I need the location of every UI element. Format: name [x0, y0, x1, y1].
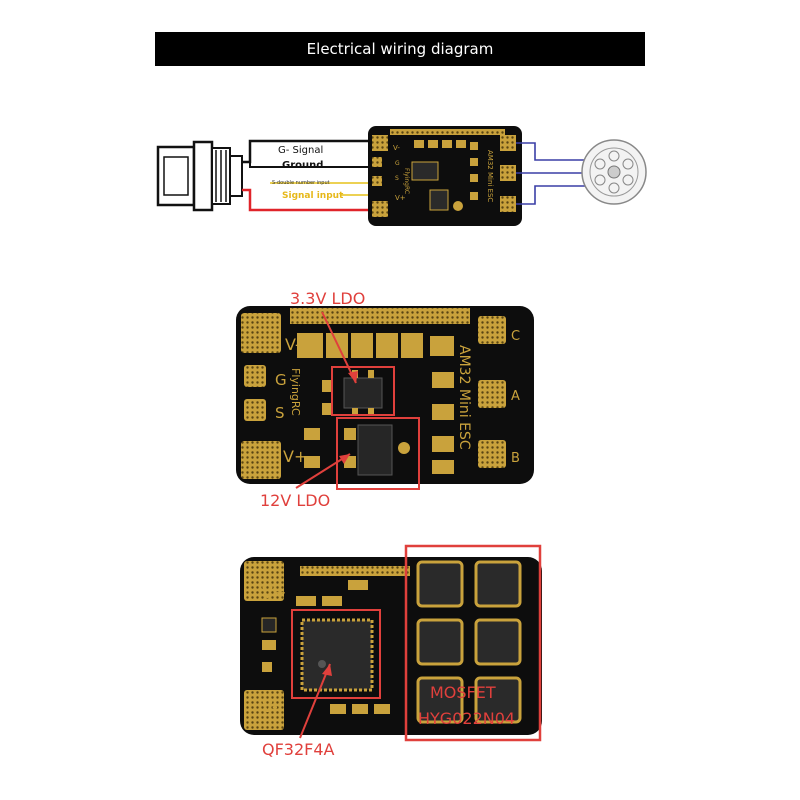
mosfet-4	[474, 618, 522, 666]
top-board-pin-g: G	[275, 371, 287, 389]
wiring-section: G- Signal Ground S-double number input S…	[156, 126, 647, 226]
pad-phase-c	[478, 316, 506, 344]
pad-s	[244, 399, 266, 421]
callout-label-mosfet-1: MOSFET	[430, 683, 496, 702]
chip-33v-ldo	[343, 377, 383, 409]
svg-text:V-: V-	[262, 697, 278, 716]
board-top-section: V- G S V+ FlyingRC AM32 Mini ESC C A B 3…	[236, 289, 534, 510]
callout-label-mosfet-2: HYG022N04	[418, 709, 515, 728]
top-board-pin-s: S	[275, 404, 285, 422]
label-g-signal: G- Signal	[278, 145, 323, 156]
chip-mcu	[300, 618, 374, 692]
top-board-pin-v-minus: V-	[285, 335, 301, 354]
top-board-model: AM32 Mini ESC	[456, 345, 472, 450]
phase-wire-bottom	[516, 185, 590, 205]
pad-v-plus	[241, 441, 281, 479]
callout-label-mcu: QF32F4A	[262, 740, 335, 759]
callout-box-12v-ldo	[336, 417, 420, 490]
ground-wire	[249, 162, 370, 168]
small-board-model: AM32 Mini ESC	[486, 150, 494, 202]
mosfet-6	[474, 676, 522, 724]
mosfet-1	[416, 560, 464, 608]
diagram-title: Electrical wiring diagram	[155, 32, 645, 66]
phase-wire-top	[516, 142, 590, 161]
svg-text:S: S	[395, 175, 399, 182]
svg-text:G: G	[395, 160, 400, 167]
mosfet-3	[416, 618, 464, 666]
battery-connector-icon	[156, 140, 243, 212]
board-bottom-section: V+ V- QF32F4A MOSFET HYG022N04	[240, 544, 542, 759]
pad-v-minus	[241, 313, 281, 353]
label-s-double: S-double number input	[272, 180, 330, 186]
black-wire	[242, 139, 372, 164]
callout-box-mosfet	[404, 544, 542, 742]
callout-box-mcu	[291, 609, 381, 699]
top-board-phase-a: A	[511, 389, 520, 404]
callout-arrow-mcu	[299, 663, 331, 739]
callout-arrow-12v-ldo	[295, 453, 351, 489]
small-esc-board: V- V+ G S FlyingRC AM32 Mini ESC	[368, 126, 522, 226]
callout-label-12v-ldo: 12V LDO	[260, 491, 330, 510]
small-board-brand: FlyingRC	[403, 168, 410, 194]
label-signal-input: Signal input	[282, 191, 344, 201]
top-board-brand: FlyingRC	[289, 368, 302, 416]
top-board-phase-b: B	[511, 451, 520, 466]
top-board-phase-c: C	[511, 329, 520, 344]
mosfet-5	[416, 676, 464, 724]
top-board-pin-v-plus: V+	[283, 447, 307, 466]
pad-phase-a	[478, 380, 506, 408]
callout-box-33v-ldo	[331, 366, 395, 416]
callout-label-33v-ldo: 3.3V LDO	[290, 289, 365, 308]
callout-arrow-33v-ldo	[321, 311, 357, 384]
pad-phase-b	[478, 440, 506, 468]
motor-icon	[581, 139, 647, 205]
svg-text:V+: V+	[395, 194, 406, 202]
mosfet-2	[474, 560, 522, 608]
pad-g	[244, 365, 266, 387]
red-wire	[242, 188, 372, 212]
chip-12v-ldo	[357, 424, 393, 476]
label-ground: Ground	[282, 160, 323, 171]
svg-text:V-: V-	[393, 144, 400, 152]
bottom-board-pin-v-plus: V+	[262, 583, 286, 602]
